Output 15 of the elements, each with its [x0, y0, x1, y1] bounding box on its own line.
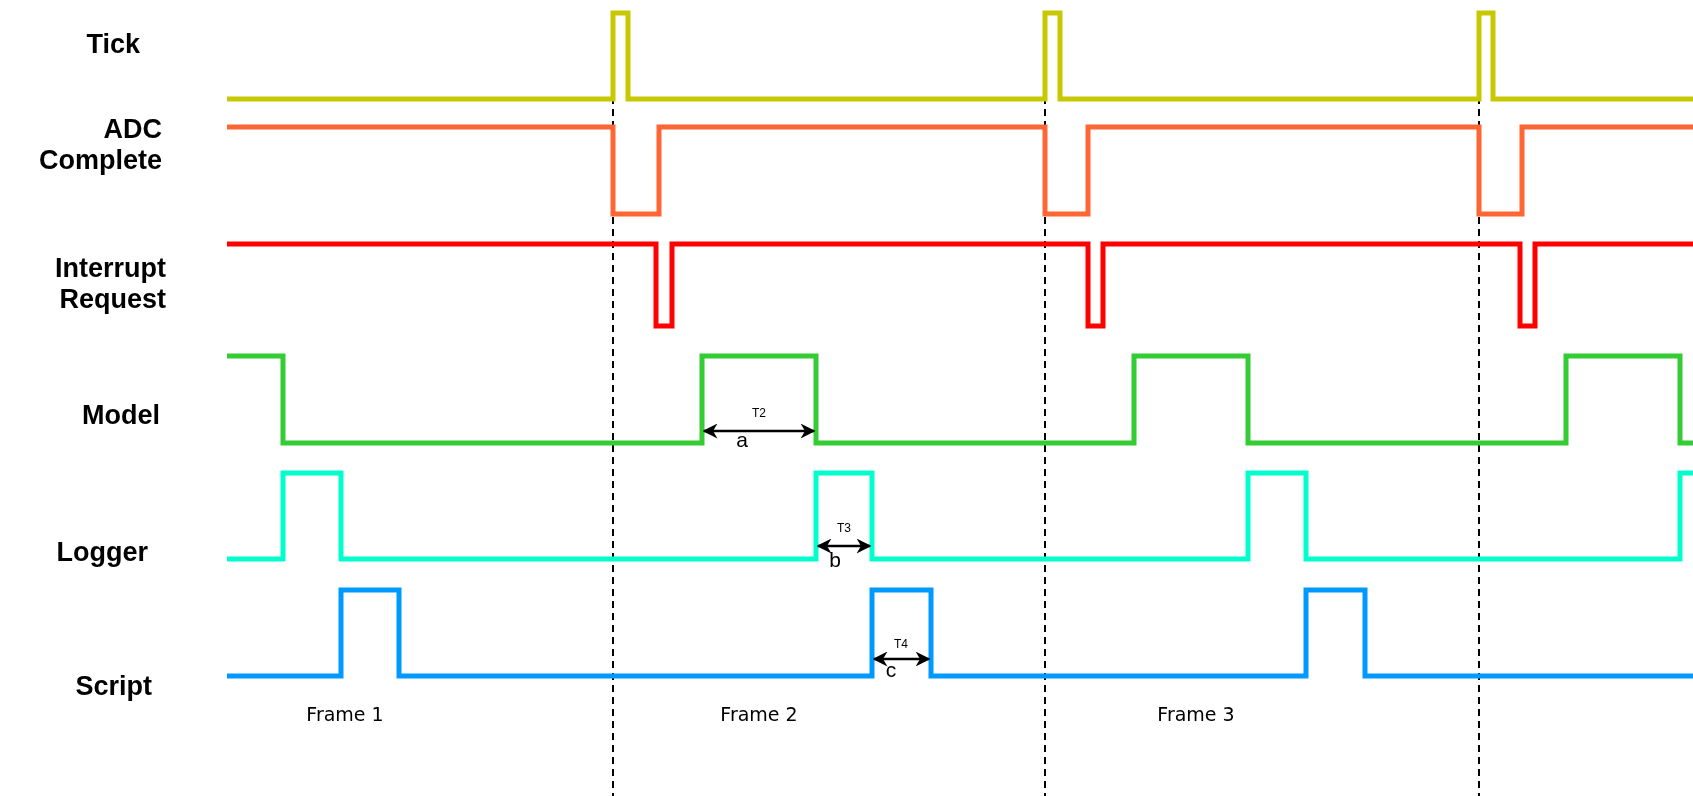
frame-label: Frame 1	[306, 704, 384, 726]
signal-name: ADC Complete	[37, 113, 162, 177]
duration-letter: b	[829, 547, 841, 573]
duration-letter: c	[885, 657, 897, 683]
frame-label: Frame 2	[720, 704, 798, 726]
duration-label: T3	[837, 522, 851, 536]
signal-name: Logger	[55, 537, 148, 569]
duration-label: T2	[752, 407, 766, 421]
signal-name: Interrupt Request	[54, 252, 166, 316]
signal-name: Model	[81, 400, 160, 432]
signal-name: Tick	[85, 29, 140, 61]
frame-label: Frame 3	[1157, 704, 1235, 726]
duration-label: T4	[894, 638, 908, 652]
signal-name: Script	[74, 671, 152, 703]
duration-letter: a	[736, 427, 748, 453]
